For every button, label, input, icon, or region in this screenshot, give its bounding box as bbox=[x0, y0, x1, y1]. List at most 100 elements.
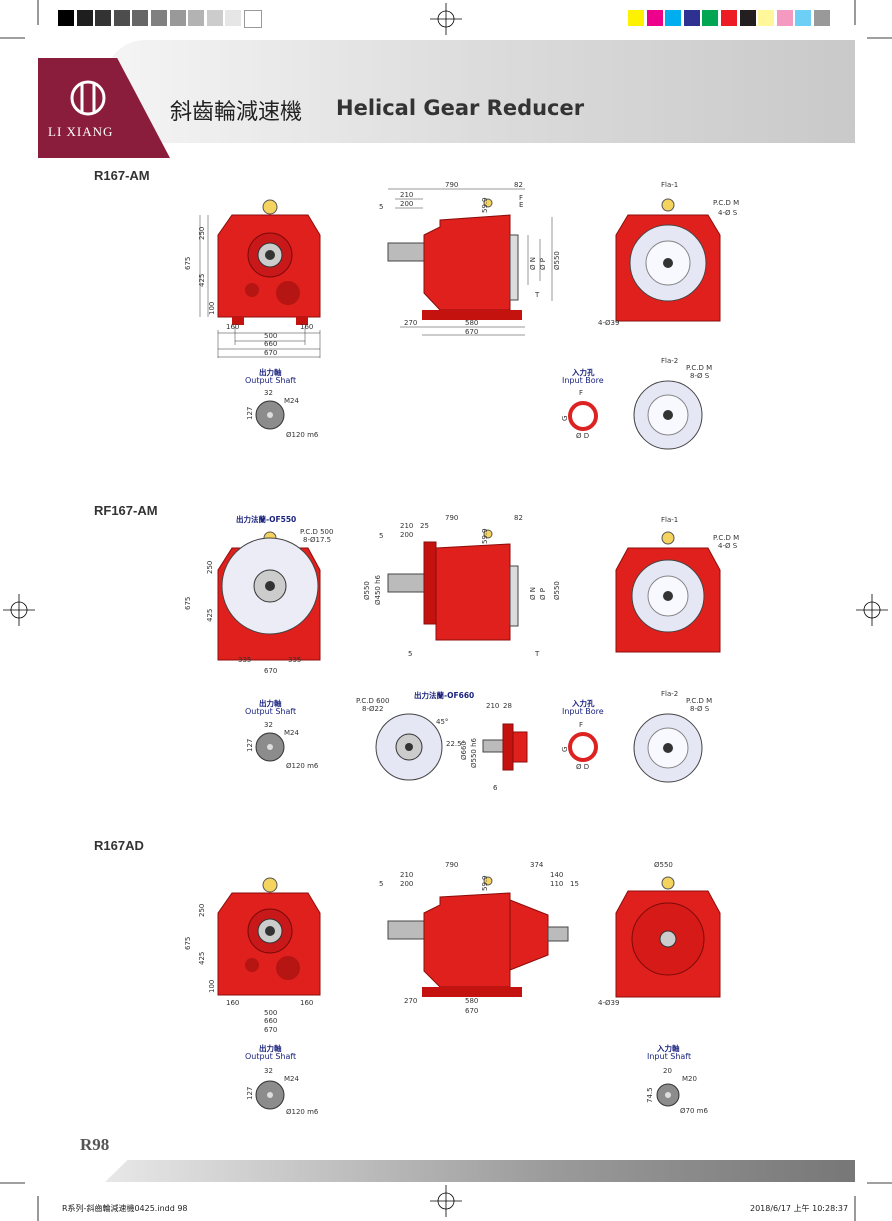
svg-text:Ø660: Ø660 bbox=[460, 741, 468, 760]
svg-text:270: 270 bbox=[404, 997, 417, 1005]
svg-text:出力軸: 出力軸 bbox=[259, 1043, 282, 1053]
svg-text:22.5°: 22.5° bbox=[446, 740, 465, 748]
side-view: 790 374 210 200 5 59.9 140 110 15 270 58… bbox=[379, 861, 579, 1015]
svg-text:45°: 45° bbox=[436, 718, 448, 726]
svg-text:82: 82 bbox=[514, 514, 523, 522]
svg-text:Ø70 m6: Ø70 m6 bbox=[680, 1107, 708, 1115]
model-label: R167-AM bbox=[94, 168, 150, 183]
svg-text:160: 160 bbox=[226, 323, 239, 331]
color-swatch bbox=[702, 10, 719, 26]
svg-text:670: 670 bbox=[465, 328, 478, 336]
front-view-flanged: 出力法蘭-OF550 P.C.D 500 8-Ø17.5 675 250 425… bbox=[184, 514, 333, 675]
flange-view-2: Fla-2 P.C.D M 8-Ø S bbox=[633, 690, 712, 783]
color-swatch bbox=[758, 10, 775, 26]
svg-text:100: 100 bbox=[208, 980, 216, 993]
svg-text:200: 200 bbox=[400, 200, 413, 208]
svg-text:670: 670 bbox=[264, 349, 277, 357]
color-swatch bbox=[628, 10, 644, 26]
svg-text:500: 500 bbox=[264, 332, 277, 340]
page-number: R98 bbox=[80, 1135, 110, 1154]
svg-text:Ø120 m6: Ø120 m6 bbox=[286, 431, 319, 439]
svg-text:M24: M24 bbox=[284, 729, 299, 737]
side-view: 790 210 200 5 82 59.9 F E Ø N Ø P Ø550 T… bbox=[379, 181, 561, 336]
color-swatch bbox=[58, 10, 74, 26]
color-swatch bbox=[721, 10, 737, 26]
svg-text:入力孔: 入力孔 bbox=[571, 367, 595, 377]
svg-text:8-Ø S: 8-Ø S bbox=[690, 705, 710, 713]
svg-text:T: T bbox=[534, 650, 540, 658]
svg-text:P.C.D M: P.C.D M bbox=[713, 534, 739, 542]
svg-text:425: 425 bbox=[198, 274, 206, 287]
svg-text:675: 675 bbox=[184, 257, 192, 270]
svg-text:入力孔: 入力孔 bbox=[571, 698, 595, 708]
svg-text:59.9: 59.9 bbox=[481, 197, 489, 213]
svg-text:E: E bbox=[519, 201, 523, 209]
svg-text:出力軸: 出力軸 bbox=[259, 698, 282, 708]
front-view: 675 250 425 100 160 160 500 660 670 bbox=[184, 877, 321, 1034]
svg-text:660: 660 bbox=[264, 340, 277, 348]
svg-text:20: 20 bbox=[663, 1067, 672, 1075]
color-swatch bbox=[244, 10, 262, 28]
color-swatch bbox=[665, 10, 682, 26]
color-swatch bbox=[795, 10, 812, 26]
svg-text:8-Ø17.5: 8-Ø17.5 bbox=[303, 536, 331, 544]
color-swatch bbox=[683, 10, 700, 26]
svg-text:250: 250 bbox=[206, 561, 214, 574]
svg-text:580: 580 bbox=[465, 319, 478, 327]
svg-text:P.C.D M: P.C.D M bbox=[713, 199, 739, 207]
svg-text:790: 790 bbox=[445, 181, 458, 189]
color-swatch bbox=[814, 10, 830, 26]
svg-text:5: 5 bbox=[379, 880, 383, 888]
svg-text:M20: M20 bbox=[682, 1075, 697, 1083]
svg-text:Ø120 m6: Ø120 m6 bbox=[286, 762, 319, 770]
svg-text:210: 210 bbox=[400, 522, 413, 530]
color-swatch bbox=[113, 10, 130, 26]
end-view: Ø550 4-Ø39 bbox=[598, 861, 721, 1007]
svg-text:M24: M24 bbox=[284, 1075, 299, 1083]
svg-text:5: 5 bbox=[408, 650, 412, 658]
svg-text:250: 250 bbox=[198, 227, 206, 240]
svg-text:Ø550: Ø550 bbox=[363, 581, 371, 600]
svg-text:127: 127 bbox=[246, 407, 254, 420]
svg-text:660: 660 bbox=[264, 1017, 277, 1025]
svg-text:F: F bbox=[579, 389, 583, 397]
svg-text:670: 670 bbox=[465, 1007, 478, 1015]
svg-text:25: 25 bbox=[420, 522, 429, 530]
drawing-rf167-am: 出力法蘭-OF550 P.C.D 500 8-Ø17.5 675 250 425… bbox=[184, 514, 739, 792]
svg-text:675: 675 bbox=[184, 937, 192, 950]
svg-text:140: 140 bbox=[550, 871, 563, 879]
svg-text:5: 5 bbox=[379, 203, 383, 211]
svg-text:374: 374 bbox=[530, 861, 544, 869]
svg-text:Ø N: Ø N bbox=[529, 587, 537, 600]
svg-text:670: 670 bbox=[264, 667, 277, 675]
svg-text:P.C.D 500: P.C.D 500 bbox=[300, 528, 333, 536]
svg-text:160: 160 bbox=[300, 999, 313, 1007]
svg-text:P.C.D M: P.C.D M bbox=[686, 364, 712, 372]
output-shaft-detail: 出力軸 Output Shaft 32 M24 127 Ø120 m6 bbox=[245, 367, 319, 439]
svg-text:210: 210 bbox=[486, 702, 499, 710]
svg-text:4-Ø39: 4-Ø39 bbox=[598, 999, 619, 1007]
svg-text:110: 110 bbox=[550, 880, 563, 888]
svg-text:82: 82 bbox=[514, 181, 523, 189]
svg-text:Ø120 m6: Ø120 m6 bbox=[286, 1108, 319, 1116]
svg-text:Fla-1: Fla-1 bbox=[661, 181, 678, 189]
svg-text:127: 127 bbox=[246, 739, 254, 752]
header-band bbox=[105, 40, 855, 143]
svg-text:4-Ø39: 4-Ø39 bbox=[598, 319, 619, 327]
svg-text:P.C.D M: P.C.D M bbox=[686, 697, 712, 705]
svg-text:6: 6 bbox=[493, 784, 498, 792]
svg-text:Output Shaft: Output Shaft bbox=[245, 376, 296, 385]
page-title-english: Helical Gear Reducer bbox=[336, 96, 585, 120]
color-swatch bbox=[206, 10, 223, 26]
svg-text:Fla-2: Fla-2 bbox=[661, 690, 678, 698]
svg-text:670: 670 bbox=[264, 1026, 277, 1034]
svg-text:G: G bbox=[561, 747, 569, 752]
svg-text:F: F bbox=[519, 194, 523, 202]
flange-of660-detail: 出力法蘭-OF660 P.C.D 600 8-Ø22 45° 22.5° Ø66… bbox=[356, 690, 528, 792]
svg-text:675: 675 bbox=[184, 597, 192, 610]
svg-text:210: 210 bbox=[400, 871, 413, 879]
svg-text:425: 425 bbox=[206, 609, 214, 622]
svg-text:790: 790 bbox=[445, 861, 458, 869]
drawing-r167ad: 675 250 425 100 160 160 500 660 670 790 … bbox=[184, 861, 721, 1116]
front-view: 675 250 425 100 160 160 500 660 670 bbox=[184, 199, 321, 358]
